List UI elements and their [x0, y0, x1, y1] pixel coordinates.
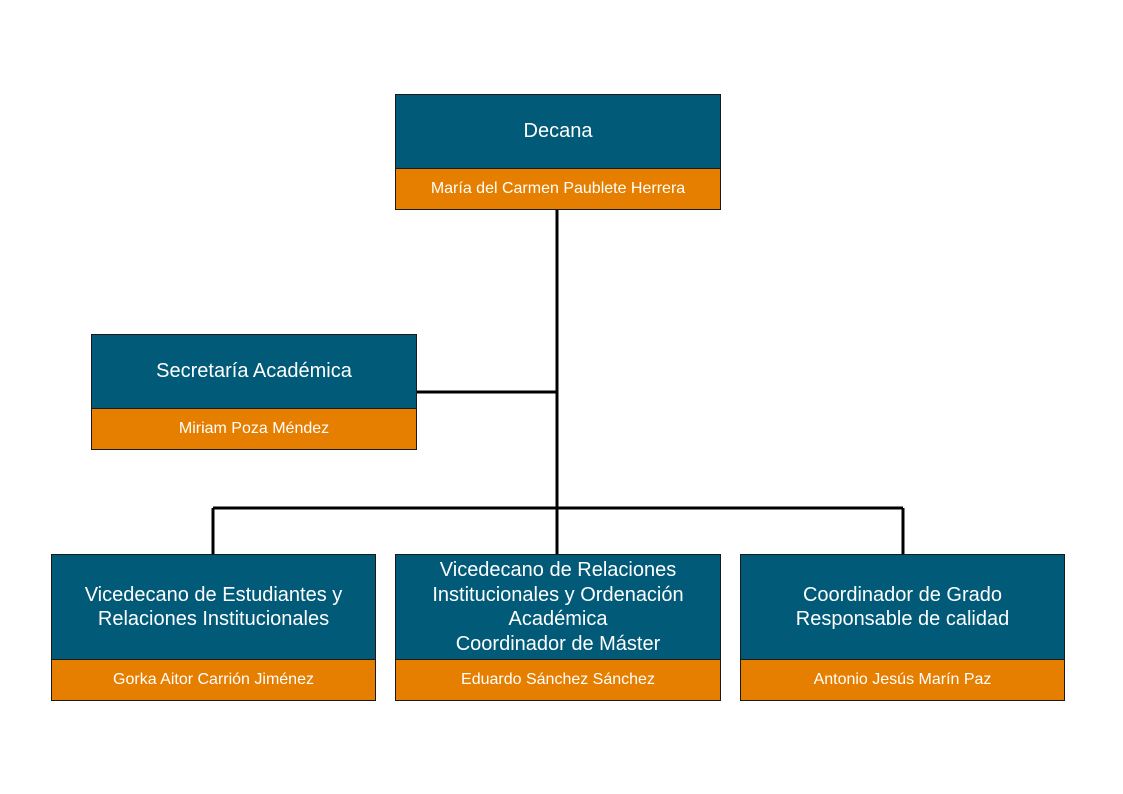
title-line: Responsable de calidad — [795, 608, 1010, 630]
decana-title-cell: Decana — [396, 95, 720, 168]
title-line: Institucionales y Ordenación — [432, 583, 684, 606]
secretaria-box: Secretaría Académica Miriam Poza Méndez — [91, 334, 417, 450]
secretaria-title-cell: Secretaría Académica — [92, 335, 416, 408]
vicedecano-relaciones-box: Vicedecano de Relaciones Institucionales… — [395, 554, 721, 701]
coordinador-grado-title-cell: Coordinador de Grado Responsable de cali… — [741, 555, 1064, 659]
title-line: Académica — [508, 608, 608, 630]
vicedecano-estudiantes-title: Vicedecano de Estudiantes y Relaciones I… — [85, 583, 343, 632]
vicedecano-relaciones-title-cell: Vicedecano de Relaciones Institucionales… — [396, 555, 720, 659]
vicedecano-estudiantes-title-cell: Vicedecano de Estudiantes y Relaciones I… — [52, 555, 375, 659]
title-line: Coordinador de Grado — [802, 583, 1002, 606]
secretaria-name: Miriam Poza Méndez — [92, 408, 416, 449]
vicedecano-estudiantes-box: Vicedecano de Estudiantes y Relaciones I… — [51, 554, 376, 701]
title-line: Relaciones Institucionales — [97, 608, 330, 630]
title-line: Vicedecano de Relaciones — [439, 559, 677, 581]
coordinador-grado-box: Coordinador de Grado Responsable de cali… — [740, 554, 1065, 701]
coordinador-grado-title: Coordinador de Grado Responsable de cali… — [796, 583, 1010, 632]
coordinador-grado-name: Antonio Jesús Marín Paz — [741, 659, 1064, 700]
decana-name: María del Carmen Paublete Herrera — [396, 168, 720, 209]
title-line: Vicedecano de Estudiantes y — [84, 583, 343, 606]
vicedecano-estudiantes-name: Gorka Aitor Carrión Jiménez — [52, 659, 375, 700]
secretaria-title: Secretaría Académica — [156, 360, 352, 383]
vicedecano-relaciones-title: Vicedecano de Relaciones Institucionales… — [432, 558, 683, 656]
decana-box: Decana María del Carmen Paublete Herrera — [395, 94, 721, 210]
title-line: Coordinador de Máster — [455, 632, 661, 655]
vicedecano-relaciones-name: Eduardo Sánchez Sánchez — [396, 659, 720, 700]
decana-title: Decana — [523, 120, 593, 143]
